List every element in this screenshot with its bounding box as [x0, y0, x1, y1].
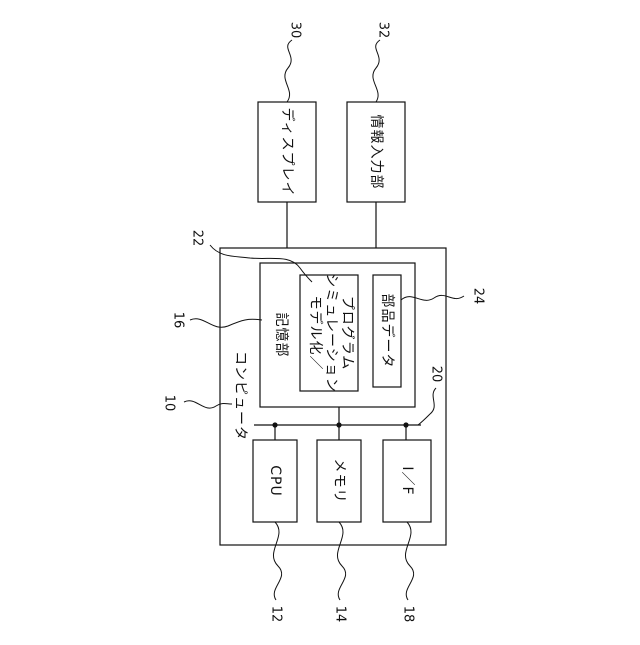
ref-number-24: 24 — [471, 288, 486, 305]
cpu-label: CPU — [267, 465, 283, 496]
ref-number-12: 12 — [269, 606, 284, 623]
parts-data-label: 部品データ — [379, 294, 396, 369]
info-input-label: 情報入力部 — [368, 115, 384, 190]
ref-number-18: 18 — [401, 606, 416, 623]
program-label-line3: プログラム — [339, 296, 355, 371]
ref-number-10: 10 — [162, 395, 177, 412]
interface-label: I／F — [399, 466, 415, 495]
memory-label: メモリ — [331, 459, 347, 504]
ref-number-32: 32 — [376, 22, 391, 39]
ref-number-30: 30 — [288, 22, 303, 39]
ref-number-14: 14 — [333, 606, 348, 623]
ref-number-20: 20 — [429, 366, 444, 383]
program-label-line2: シミュレーション — [323, 273, 339, 392]
ref-number-22: 22 — [190, 230, 205, 247]
display-label: ディスプレイ — [279, 107, 296, 196]
computer-label: コンピュータ — [232, 351, 248, 441]
program-label-line1: モデル化／ — [307, 296, 324, 371]
ref-number-16: 16 — [171, 312, 186, 329]
storage-label: 記憶部 — [273, 313, 290, 358]
leader-line-30 — [285, 40, 292, 102]
leader-line-32 — [373, 40, 380, 102]
